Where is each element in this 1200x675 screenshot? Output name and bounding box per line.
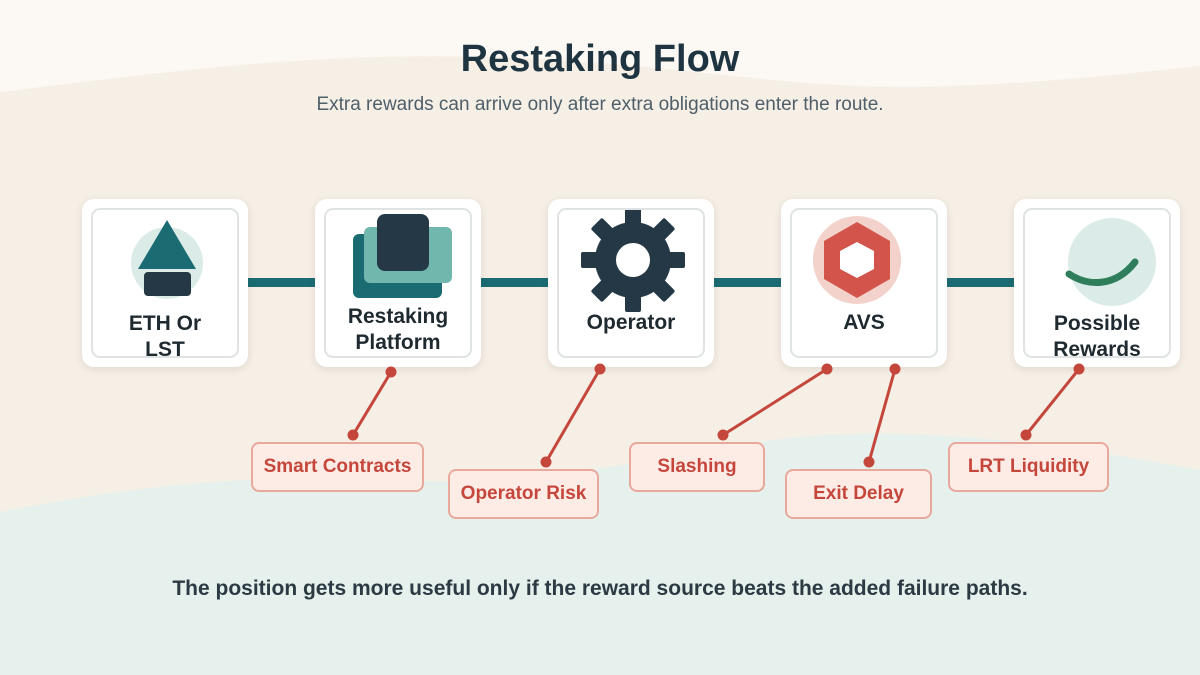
footer-note: The position gets more useful only if th… [172, 577, 1028, 600]
smile-curve-icon [1065, 218, 1156, 306]
node-label-line: Restaking [347, 305, 449, 328]
stacked-layers-icon [353, 214, 452, 298]
node-label-line: Operator [586, 311, 676, 334]
flow-connector [245, 278, 317, 287]
diagram-title: Restaking Flow [460, 38, 740, 80]
node-label-line: Rewards [1053, 338, 1141, 361]
risk-operator-risk: Operator Risk [448, 469, 599, 519]
flow-connector [711, 278, 783, 287]
node-label-line: Possible [1053, 312, 1141, 335]
node-label-line: Platform [355, 331, 441, 354]
risk-slashing: Slashing [629, 442, 765, 492]
node-label-line: AVS [843, 311, 885, 334]
flow-connector [944, 278, 1016, 287]
eth-lst-icon [131, 220, 203, 299]
gear-icon [581, 210, 685, 312]
diagram-subtitle: Extra rewards can arrive only after extr… [316, 94, 884, 115]
node-label-line: LST [145, 338, 185, 361]
node-eth-or-lst: ETH Or LST [82, 199, 248, 367]
hexagon-icon [813, 216, 901, 304]
node-restaking-platform: Restaking Platform [315, 199, 481, 367]
flow-connector [478, 278, 550, 287]
risk-lrt-liquidity: LRT Liquidity [948, 442, 1109, 492]
risk-exit-delay: Exit Delay [785, 469, 932, 519]
node-possible-rewards: Possible Rewards [1014, 199, 1180, 367]
node-label-line: ETH Or [128, 312, 202, 335]
node-avs: AVS [781, 199, 947, 367]
risk-smart-contracts: Smart Contracts [251, 442, 424, 492]
node-operator: Operator [548, 199, 714, 367]
